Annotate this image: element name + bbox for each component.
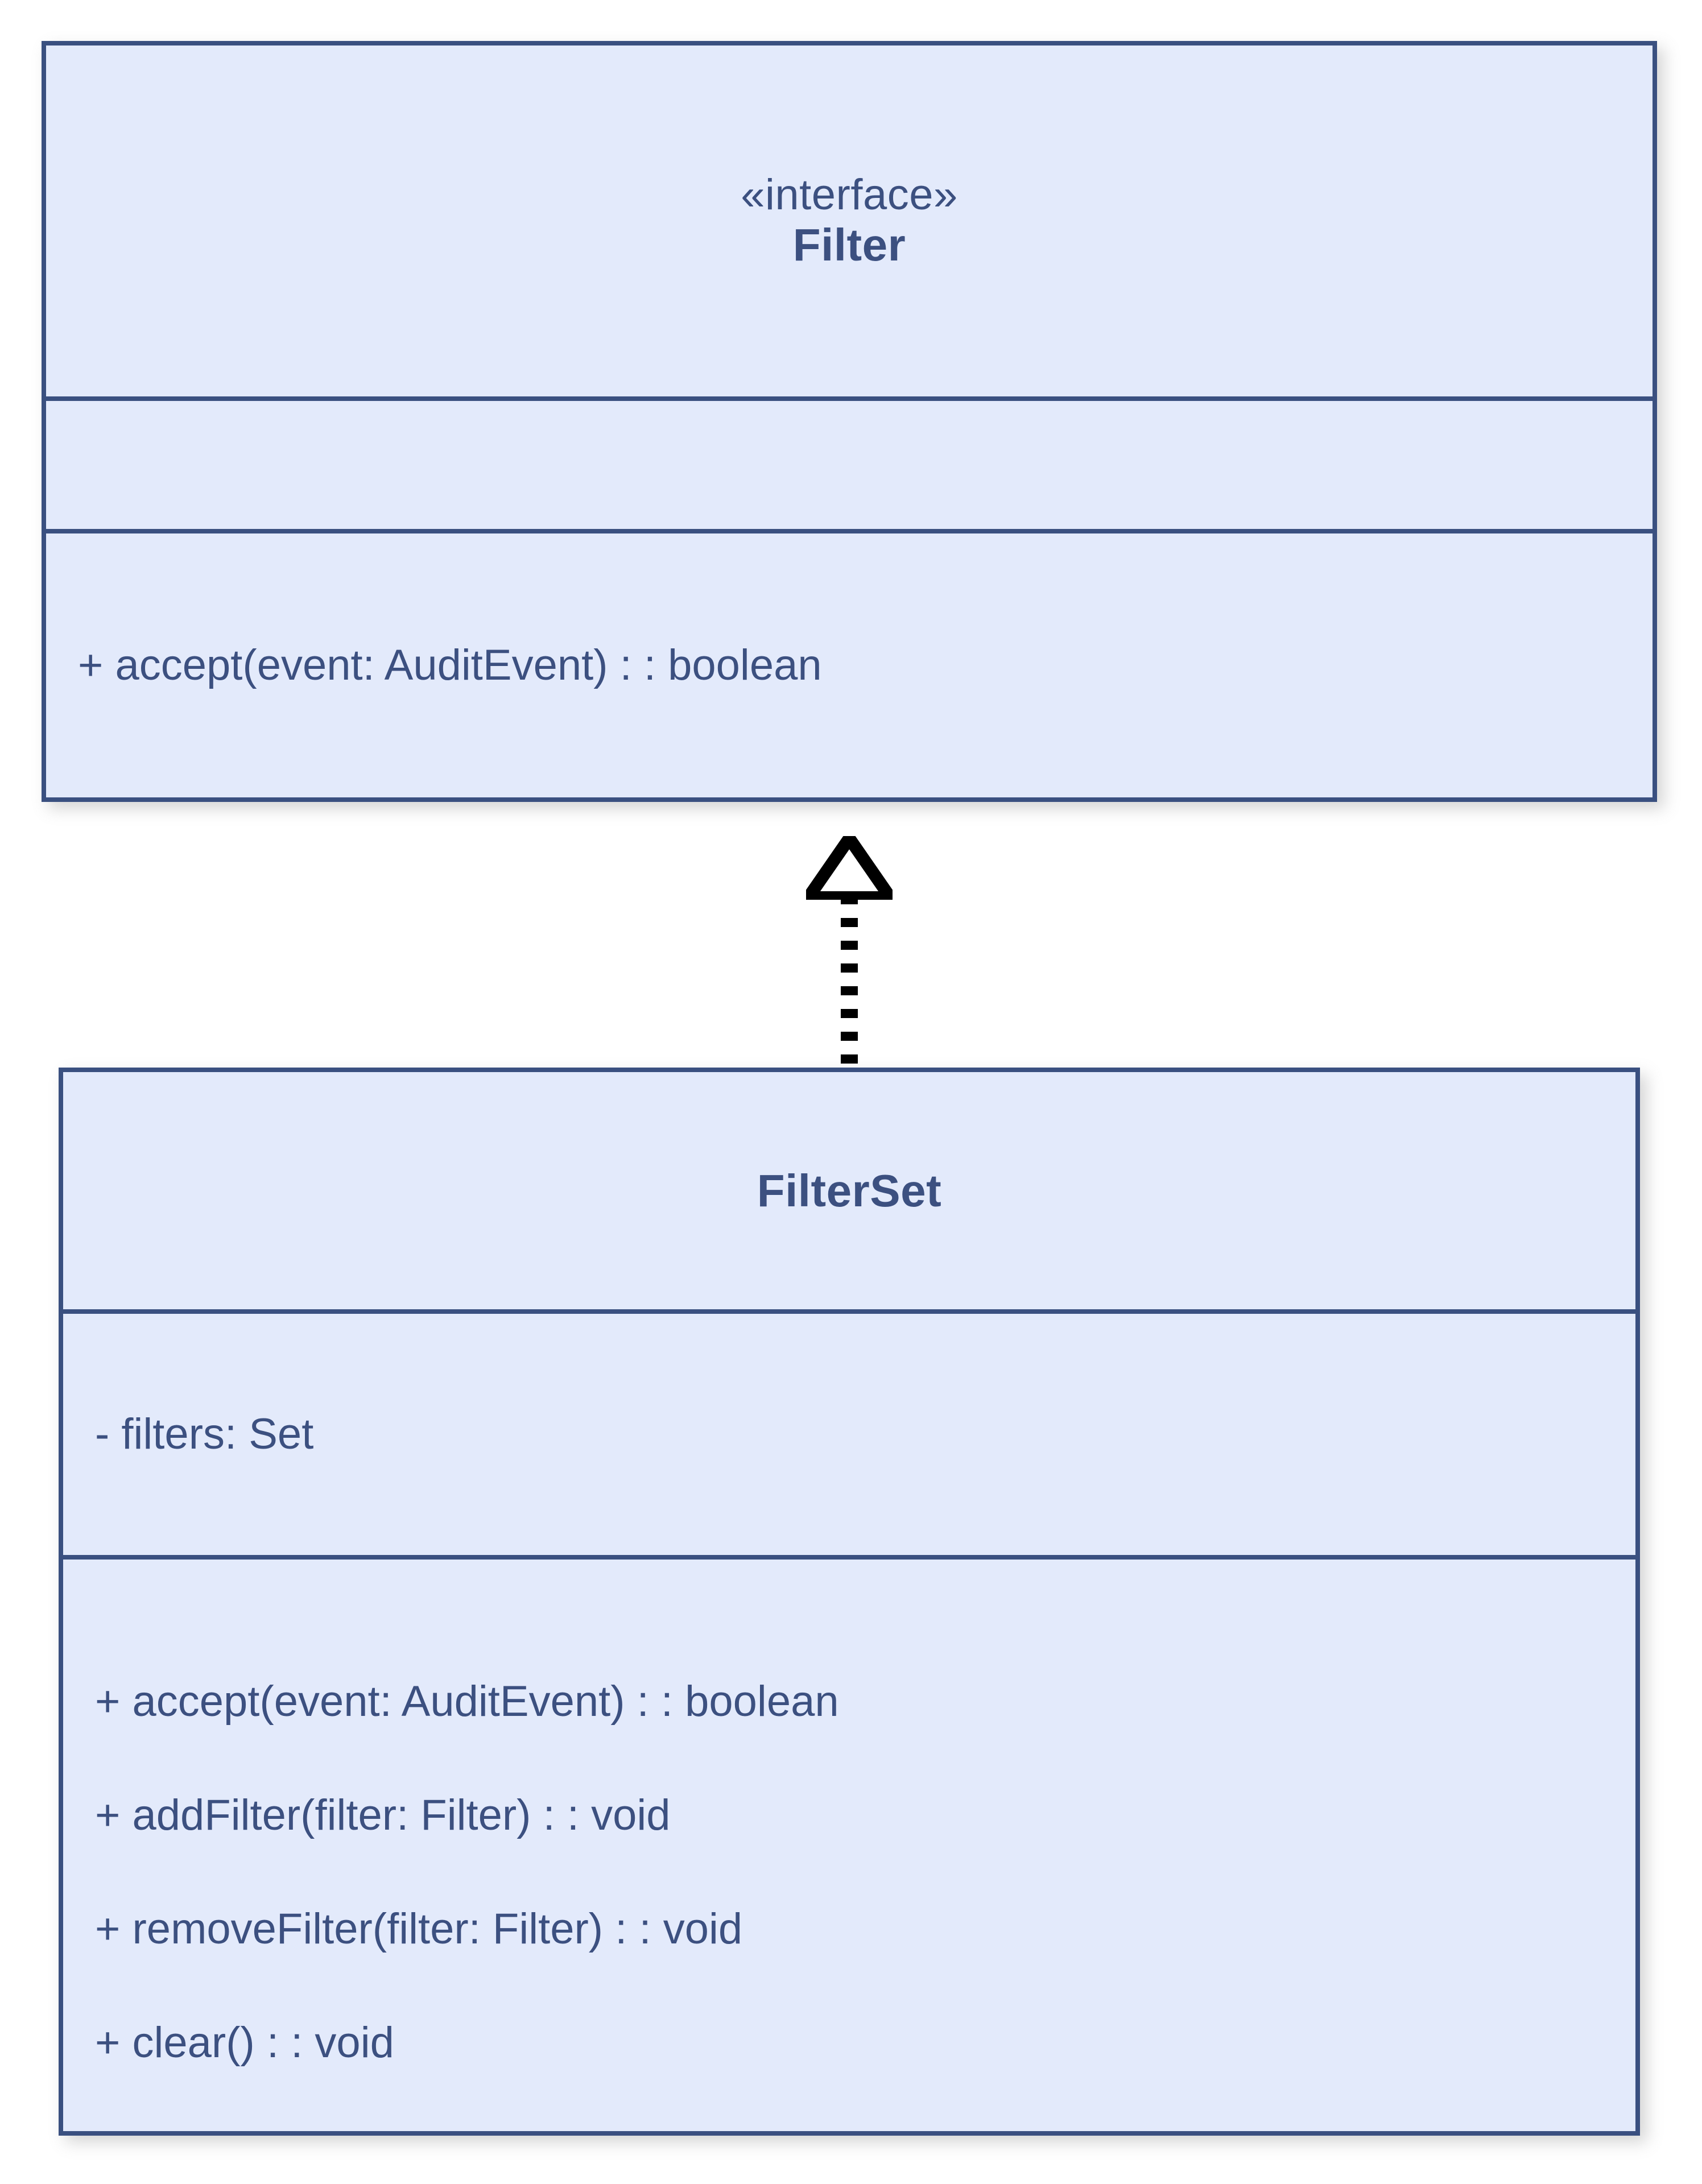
operation-row: + accept(event: AuditEvent) : : boolean bbox=[78, 641, 822, 689]
realization-connector[interactable] bbox=[806, 836, 893, 1069]
attributes-compartment-filter bbox=[46, 396, 1653, 529]
class-box-filterset[interactable]: FilterSet - filters: Set + accept(event:… bbox=[59, 1068, 1640, 2136]
operations-compartment-filterset: + accept(event: AuditEvent) : : boolean … bbox=[63, 1555, 1635, 2131]
operation-row: + removeFilter(filter: Filter) : : void bbox=[95, 1904, 743, 1953]
attributes-compartment-filterset: - filters: Set bbox=[63, 1309, 1635, 1555]
stereotype-label: «interface» bbox=[741, 170, 958, 219]
attribute-row: - filters: Set bbox=[95, 1410, 314, 1458]
operations-compartment-filter: + accept(event: AuditEvent) : : boolean bbox=[46, 529, 1653, 797]
hollow-triangle-arrowhead-icon bbox=[806, 836, 893, 900]
dotted-realization-line bbox=[841, 895, 858, 1069]
class-name-filterset: FilterSet bbox=[757, 1165, 942, 1216]
operation-row: + accept(event: AuditEvent) : : boolean bbox=[95, 1677, 839, 1726]
class-name-filter: Filter bbox=[792, 220, 906, 271]
operation-row: + clear() : : void bbox=[95, 2018, 394, 2067]
class-header-filter: «interface» Filter bbox=[46, 46, 1653, 396]
class-header-filterset: FilterSet bbox=[63, 1072, 1635, 1309]
operation-row: + addFilter(filter: Filter) : : void bbox=[95, 1790, 671, 1839]
class-box-filter[interactable]: «interface» Filter + accept(event: Audit… bbox=[42, 41, 1657, 802]
